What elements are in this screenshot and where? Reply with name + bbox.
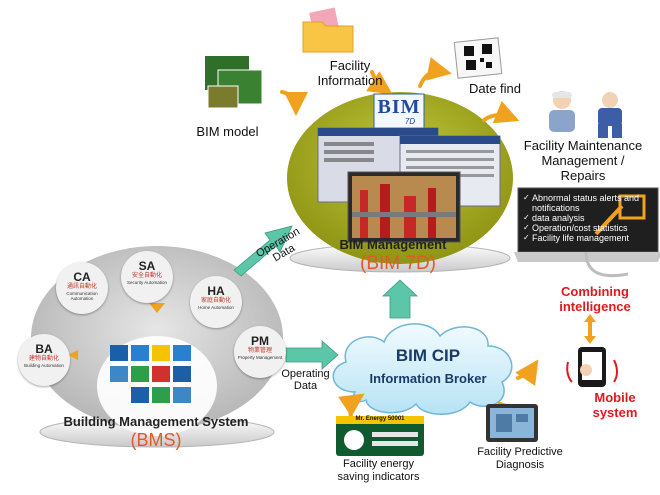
bullet-item: data analysis	[523, 213, 658, 223]
folder-icon	[302, 7, 354, 53]
bms-node-ca: CA 通訊自動化 Communication Automation	[56, 262, 108, 314]
bim-management-title: BIM Management	[339, 237, 447, 252]
mobile-system-label: Mobile system	[592, 390, 638, 420]
bim-logo	[373, 93, 425, 129]
node-zh-label: 建物自動化	[28, 356, 59, 362]
bms-node-ba: BA 建物自動化 Building Automation	[18, 334, 70, 386]
bim-model-thumbnail	[205, 56, 263, 109]
bim-logo-text: BIM	[377, 96, 421, 118]
qr-code-icon	[453, 37, 503, 79]
facility-maintenance-label: Facility Maintenance Management / Repair…	[523, 138, 643, 183]
bms-title: Building Management System	[63, 414, 249, 429]
node-code: PM	[251, 334, 269, 348]
bullet-item: Facility life management	[523, 233, 658, 243]
predictive-diagnosis-label: Facility Predictive Diagnosis	[477, 446, 563, 471]
bim-model-label: BIM model	[196, 124, 259, 139]
node-zh-label: 家庭自動化	[200, 298, 231, 304]
energy-sign-icon	[336, 416, 424, 456]
bim-logo-subtext: 7D	[404, 117, 416, 126]
bms-node-ha: HA 家庭自動化 Home Automation	[190, 276, 242, 328]
node-zh-label: 通訊自動化	[66, 284, 97, 290]
node-zh-label: 物業管理	[247, 348, 272, 354]
facility-information-label: Facility Information	[317, 58, 383, 88]
node-code: BA	[35, 342, 53, 356]
bim-cip-cloud	[332, 323, 513, 415]
predictive-tablet-icon	[486, 404, 538, 442]
mobile-phone-icon	[566, 347, 618, 387]
maintenance-workers-icon	[549, 91, 622, 138]
bullet-item: Operation/cost statistics	[523, 223, 658, 233]
node-en-label: Property Management	[237, 355, 283, 360]
bms-abbr-title: (BMS)	[130, 430, 182, 450]
information-broker-title: Information Broker	[369, 371, 487, 386]
node-en-label: Home Automation	[198, 305, 234, 310]
node-code: CA	[73, 270, 91, 284]
node-en-label: Communication Automation	[66, 291, 98, 301]
node-code: HA	[207, 284, 225, 298]
node-code: SA	[138, 259, 156, 273]
node-en-label: Building Automation	[24, 363, 64, 368]
bullet-item: Abnormal status alerts and notifications	[523, 193, 658, 213]
combining-intelligence-label: Combining intelligence	[559, 284, 631, 314]
node-zh-label: 安全自動化	[131, 273, 162, 279]
bms-node-pm: PM 物業管理 Property Management	[234, 326, 286, 378]
energy-indicators-label: Facility energy saving indicators	[337, 458, 420, 483]
energy-sign-title: Mr. Energy 50001	[355, 416, 405, 422]
teal-flow-arrows	[233, 225, 419, 370]
bms-node-sa: SA 安全自動化 Security Automation	[121, 251, 173, 303]
mobile-link-arrowheads	[584, 314, 596, 344]
intelligence-bullet-list: Abnormal status alerts and notifications…	[523, 193, 658, 243]
operating-data-label: Operating Data	[281, 368, 330, 392]
bim-software-screenshots	[317, 127, 501, 243]
node-en-label: Security Automation	[126, 280, 168, 285]
date-find-label: Date find	[468, 81, 522, 96]
bim-7d-title: (BIM 7D)	[360, 253, 436, 274]
bms-device-icon-grid	[110, 345, 191, 403]
bim-cip-title: BIM CIP	[395, 346, 461, 365]
